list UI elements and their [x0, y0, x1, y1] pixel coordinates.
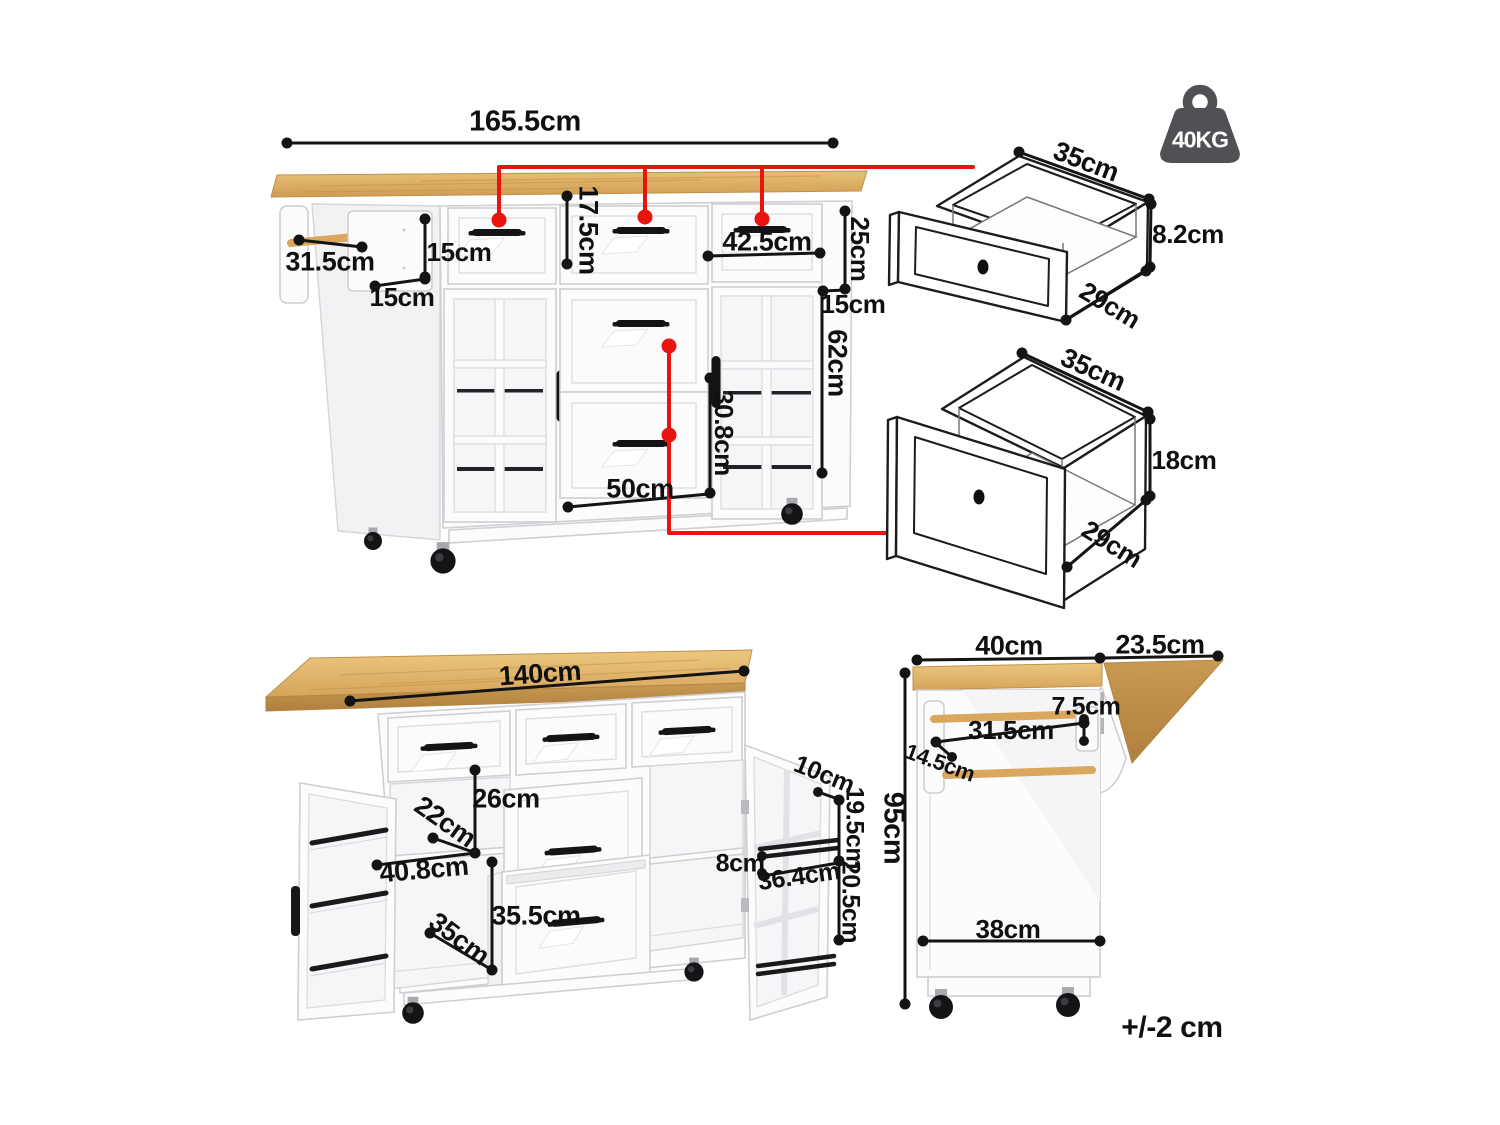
front-side-panel-height-label: 15cm	[426, 237, 492, 267]
front-right-panel-width-label: 15cm	[820, 289, 886, 319]
red-callout-lines	[491, 165, 975, 535]
side-leaf-depth-label: 23.5cm	[1115, 629, 1205, 660]
weight-kettlebell-icon	[1160, 84, 1240, 163]
bottom-drawer-box-illustration	[885, 347, 1156, 610]
bottom-box-height-label: 18cm	[1151, 445, 1217, 475]
open-view-illustration	[264, 649, 841, 1024]
front-view-illustration	[270, 170, 868, 574]
towel-bar-upper	[930, 710, 1094, 723]
open-lower-rack-height-label: 20.5cm	[836, 860, 865, 944]
top-box-height-label: 8.2cm	[1152, 219, 1224, 249]
towel-bar-lower	[942, 766, 1096, 779]
weight-capacity-badge: 40KG	[1171, 126, 1229, 153]
front-right-panel-height-label: 25cm	[845, 216, 875, 282]
open-upper-height-label: 26cm	[472, 783, 540, 814]
drop-leaf	[1103, 659, 1225, 765]
front-middle-drawer-height-label: 30.8cm	[709, 390, 739, 476]
side-base-depth-label: 38cm	[975, 914, 1041, 944]
side-towel-bar-label: 31.5cm	[968, 715, 1054, 745]
side-depth-label: 40cm	[975, 630, 1043, 661]
open-upper-rack-height-label: 19.5cm	[840, 786, 869, 870]
front-towel-bar-label: 31.5cm	[285, 246, 375, 277]
towel-bar-bracket	[279, 205, 309, 304]
open-countertop-width-label: 140cm	[497, 655, 582, 692]
side-view-dimension-lines	[899, 650, 1224, 1010]
top-drawer-box-illustration	[887, 146, 1157, 326]
front-door-width-label: 42.5cm	[722, 226, 812, 257]
front-middle-drawer-width-label: 50cm	[606, 473, 674, 504]
open-pullout-height-label: 35.5cm	[491, 900, 581, 931]
side-panel	[347, 210, 433, 292]
open-rack-depth-label: 8cm	[715, 849, 765, 878]
front-top-drawer-height-label: 17.5cm	[573, 185, 604, 275]
front-view-dimension-lines	[281, 137, 851, 513]
open-view-dimension-lines	[344, 665, 845, 976]
side-height-label: 95cm	[877, 791, 910, 865]
front-door-height-label: 62cm	[822, 329, 853, 397]
tolerance-note: +/-2 cm	[1121, 1011, 1223, 1044]
front-total-width-label: 165.5cm	[469, 105, 581, 138]
front-side-panel-width-label: 15cm	[369, 282, 435, 312]
side-bar-gap-label: 7.5cm	[1051, 692, 1121, 721]
